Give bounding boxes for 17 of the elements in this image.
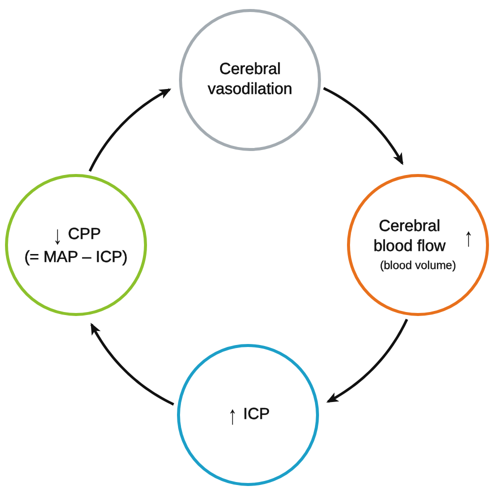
process-circle	[179, 9, 321, 151]
trend-arrow-symbol: ↑	[463, 224, 473, 250]
node-label: (= MAP – ICP)	[24, 248, 128, 268]
node-label: ICP	[243, 405, 270, 425]
cycle-arrow	[323, 87, 404, 166]
node-label: CPP	[68, 225, 101, 245]
cycle-arrow	[90, 322, 174, 406]
cycle-arrow	[88, 88, 172, 172]
node-label: Cerebral blood flow	[372, 216, 447, 256]
process-circle	[5, 174, 147, 316]
process-circle	[347, 174, 489, 316]
node-sublabel: (blood volume)	[380, 258, 456, 274]
trend-arrow-symbol: ↑	[228, 402, 238, 428]
cycle-arrow	[326, 318, 408, 403]
node-label: Cerebral vasodilation	[206, 60, 294, 100]
trend-arrow-symbol: ↓	[53, 222, 62, 248]
process-circle	[177, 344, 319, 486]
